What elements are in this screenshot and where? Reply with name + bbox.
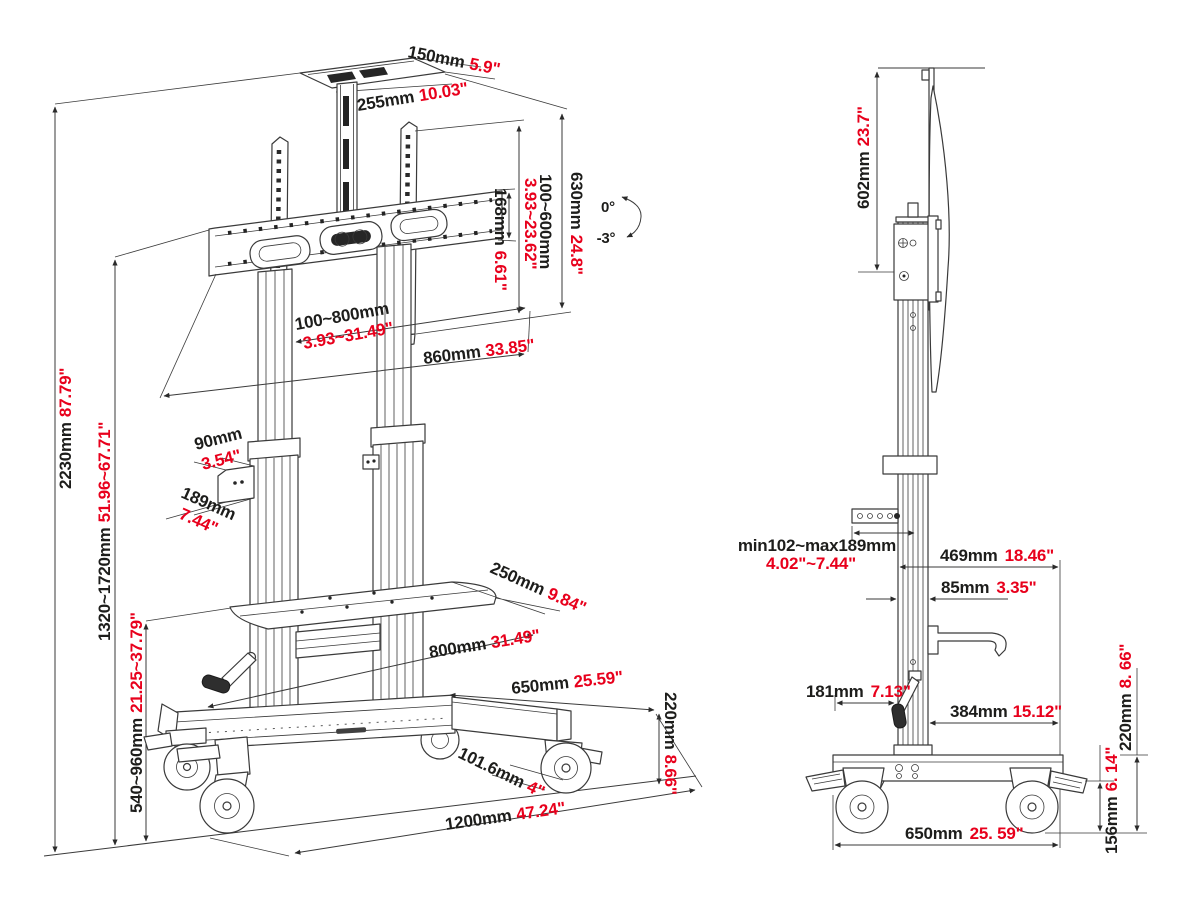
- extension-arm: min102~max189mm 4.02"~7.44": [738, 508, 915, 573]
- side-caster-front: [805, 767, 889, 834]
- side-shelf-bracket: [927, 625, 1007, 657]
- dim-caster-height: 156mm6. 14": [1102, 747, 1121, 854]
- side-crank: [891, 670, 922, 729]
- collar-left: [247, 437, 301, 462]
- tv-mount-crossbar: [208, 190, 503, 277]
- dim-upper-column-height: 630mm24.8": [567, 172, 586, 275]
- side-collar: [882, 455, 938, 475]
- dim-shelf-depth: 250mm9.84": [487, 558, 589, 617]
- front-right-leg: [451, 696, 603, 794]
- dim-handle-extension-in: 4.02"~7.44": [766, 554, 856, 573]
- dim-handle-extension-mm: min102~max189mm: [738, 536, 896, 555]
- dim-602: 602mm23.7": [854, 71, 898, 273]
- tilt-up-label: 0°: [601, 199, 615, 216]
- crossbar-slot-right: [390, 208, 448, 242]
- handle-bracket: [165, 457, 255, 520]
- inner-column-right: [376, 243, 412, 436]
- front-left-leg: [176, 736, 255, 834]
- dim-caster-diameter: 101.6mm4": [455, 744, 547, 802]
- inner-column-left: [257, 268, 293, 450]
- top-plate: [299, 57, 496, 93]
- side-column: [882, 202, 942, 756]
- hinge-plate: [927, 215, 939, 303]
- collar-right: [370, 423, 426, 448]
- clip-right-column: [362, 454, 380, 470]
- dim-base-height-front: 220mm8.66": [661, 692, 680, 795]
- dim-vesa-vertical-in: 3.93~23.62": [521, 178, 540, 269]
- outer-column-left: [249, 454, 299, 716]
- front-lower-dims: [159, 273, 703, 857]
- dim-screen-center-height: 1320~1720mm51.96~67.71": [95, 422, 114, 641]
- crank-handle: [201, 651, 257, 694]
- dim-shelf-height-range: 540~960mm21.25~37.79": [127, 612, 146, 813]
- tilt-annotation: 0° -3°: [597, 196, 642, 247]
- upper-mast: [336, 81, 358, 232]
- crossbar-slot-left: [249, 235, 311, 269]
- base-assembly: [143, 694, 603, 834]
- dim-vesa-vertical-mm: 100~600mm: [536, 174, 555, 269]
- dim-base-height-side: 220mm8. 66": [1116, 644, 1135, 751]
- side-base: [805, 744, 1088, 834]
- dim-mount-to-tv-top: 602mm23.7": [854, 106, 873, 209]
- crossbar-slot-center: [319, 221, 383, 255]
- dim-bracket-height: 168mm6.61": [491, 188, 510, 291]
- tilt-down-label: -3°: [597, 230, 616, 247]
- dim-overall-height: 2230mm87.79": [56, 368, 75, 489]
- mount-box: [893, 223, 931, 301]
- side-view: 602mm23.7": [738, 67, 1148, 854]
- front-right-dims: [414, 73, 572, 335]
- brand-logo: [336, 727, 367, 734]
- side-caster-rear: [1005, 767, 1088, 834]
